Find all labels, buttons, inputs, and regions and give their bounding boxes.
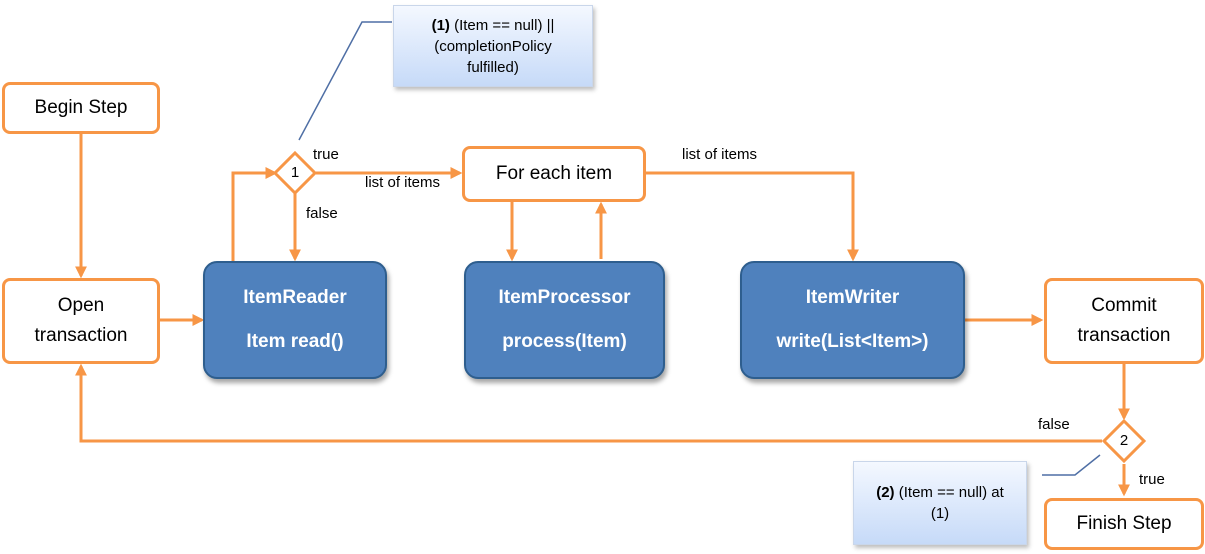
- d1-true-label: true: [313, 146, 339, 163]
- begin-step-label: Begin Step: [34, 97, 128, 118]
- item-writer-title: ItemWriter: [805, 287, 900, 308]
- begin-step-box[interactable]: Begin Step: [2, 82, 160, 134]
- item-processor-title: ItemProcessor: [498, 287, 631, 308]
- decision-1-diamond: [272, 150, 318, 196]
- note-2-prefix: (2): [876, 484, 895, 501]
- note-1-prefix: (1): [431, 16, 450, 34]
- finish-step-box[interactable]: Finish Step: [1044, 498, 1204, 550]
- note-2-line2: (1): [930, 505, 950, 522]
- decision-1-label: 1: [290, 164, 300, 181]
- for-each-item-label: For each item: [495, 163, 613, 184]
- arrow-d2-false: [75, 363, 1102, 443]
- decision-2-label: 2: [1119, 432, 1129, 449]
- open-transaction-line1: Open: [57, 295, 105, 316]
- d2-true-label: true: [1139, 471, 1165, 488]
- item-reader-box[interactable]: ItemReader Item read(): [203, 261, 387, 379]
- d2-false-label: false: [1038, 416, 1070, 433]
- decision-2-diamond: [1101, 418, 1147, 464]
- note-1: (1) (Item == null) || (completionPolicy …: [393, 5, 593, 87]
- d1-false-label: false: [306, 205, 338, 222]
- item-reader-method: Item read(): [246, 331, 344, 352]
- note1-connector: [298, 21, 392, 141]
- item-writer-box[interactable]: ItemWriter write(List<Item>): [740, 261, 965, 379]
- note-1-line2: (completionPolicy: [434, 37, 552, 55]
- for-each-item-box[interactable]: For each item: [462, 146, 646, 202]
- item-processor-method: process(Item): [502, 331, 627, 352]
- arrow-reader-to-d1: [231, 167, 278, 261]
- commit-transaction-box[interactable]: Commit transaction: [1044, 278, 1204, 364]
- note-2-text: (Item == null) at: [898, 484, 1004, 501]
- commit-transaction-line2: transaction: [1077, 325, 1171, 346]
- item-processor-box[interactable]: ItemProcessor process(Item): [464, 261, 665, 379]
- arrow-foreach-to-writer: [646, 171, 859, 262]
- open-transaction-line2: transaction: [34, 325, 128, 346]
- note2-connector: [1042, 454, 1101, 476]
- note-1-text: (Item == null) ||: [454, 16, 555, 34]
- commit-transaction-line1: Commit: [1091, 295, 1157, 316]
- note-2: (2) (Item == null) at (1): [853, 461, 1027, 545]
- item-writer-method: write(List<Item>): [776, 331, 929, 352]
- note-1-line3: fulfilled): [467, 58, 519, 76]
- item-reader-title: ItemReader: [243, 287, 347, 308]
- list-of-items-label-2: list of items: [682, 146, 758, 163]
- open-transaction-box[interactable]: Open transaction: [2, 278, 160, 364]
- list-of-items-label-1: list of items: [365, 174, 441, 191]
- finish-step-label: Finish Step: [1076, 513, 1172, 534]
